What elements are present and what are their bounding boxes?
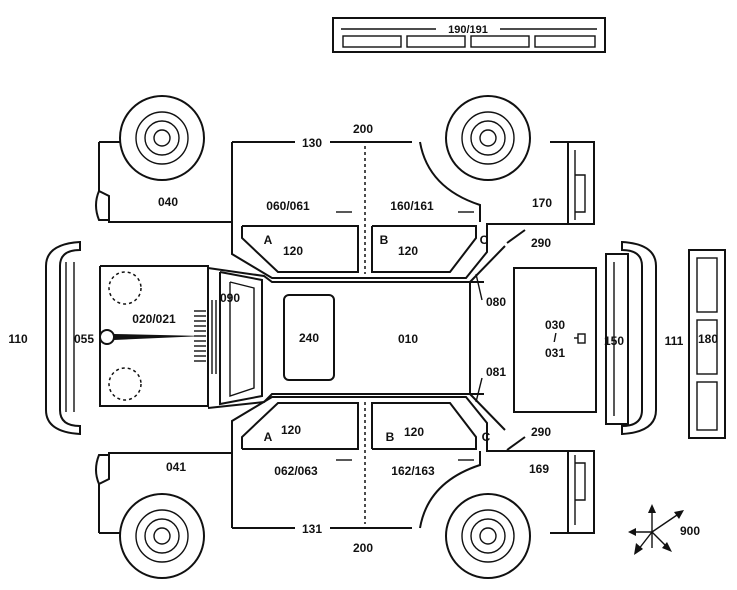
label-240: 240 (299, 331, 319, 345)
pillar-bottom-pointer (506, 436, 526, 451)
label-080: 080 (486, 295, 506, 309)
left-window-front (241, 211, 359, 273)
label-160-161: 160/161 (390, 199, 434, 213)
sunroof-panel (283, 294, 335, 381)
front-bumper-part (45, 240, 81, 436)
wheel-left-rear (445, 95, 531, 181)
label-290-top: 290 (531, 236, 551, 250)
label-c-top: C (480, 233, 489, 247)
label-131: 131 (302, 522, 322, 536)
rear-bumper-part (605, 240, 657, 436)
wheel-right-front (119, 493, 205, 579)
label-062-063: 062/063 (274, 464, 318, 478)
label-055: 055 (74, 332, 94, 346)
label-030: 030 (545, 318, 565, 332)
label-900: 900 (680, 524, 700, 538)
right-window-front (241, 402, 359, 461)
rear-pillar-lines (469, 245, 506, 431)
label-162-163: 162/163 (391, 464, 435, 478)
trunk-lock-icon (574, 333, 586, 344)
label-120-rr: 120 (404, 425, 424, 439)
hood-dashed-circles (108, 271, 142, 401)
label-130: 130 (302, 136, 322, 150)
trim-bar-label: 190/191 (448, 24, 488, 36)
label-b-top: B (380, 233, 389, 247)
label-090: 090 (220, 291, 240, 305)
hood-grille-lines (194, 310, 206, 362)
label-120-lr: 120 (398, 244, 418, 258)
label-170: 170 (532, 196, 552, 210)
wheel-right-rear (445, 493, 531, 579)
right-window-rear (371, 402, 477, 461)
label-150: 150 (604, 334, 624, 348)
cowl-lines (211, 300, 217, 374)
label-120-rf: 120 (281, 423, 301, 437)
label-111: 111 (665, 334, 684, 348)
left-window-rear (371, 211, 477, 273)
label-120-lf: 120 (283, 244, 303, 258)
trunk-panel (513, 267, 597, 413)
label-110: 110 (8, 332, 28, 346)
trim-bar-part (332, 17, 606, 53)
wheel-left-front (119, 95, 205, 181)
label-200-bottom: 200 (353, 541, 373, 555)
label-290-bottom: 290 (531, 425, 551, 439)
label-060-061: 060/061 (266, 199, 310, 213)
label-040: 040 (158, 195, 178, 209)
left-side-body (95, 141, 595, 279)
label-a-top: A (264, 233, 273, 247)
right-side-body (95, 396, 595, 534)
label-200-top: 200 (353, 122, 373, 136)
label-b-bottom: B (386, 430, 395, 444)
label-a-bottom: A (264, 430, 273, 444)
pillar-top-pointer (506, 229, 526, 244)
label-081: 081 (486, 365, 506, 379)
label-169: 169 (529, 462, 549, 476)
label-180: 180 (698, 332, 718, 346)
grille-emblem (99, 329, 204, 345)
label-010: 010 (398, 332, 418, 346)
label-041: 041 (166, 460, 186, 474)
label-c-bottom: C (482, 430, 491, 444)
label-030-031-separator: / (553, 331, 557, 345)
label-020-021: 020/021 (132, 312, 176, 326)
taillamp-part (688, 249, 726, 439)
axes-icon (628, 504, 684, 555)
label-031: 031 (545, 346, 565, 360)
